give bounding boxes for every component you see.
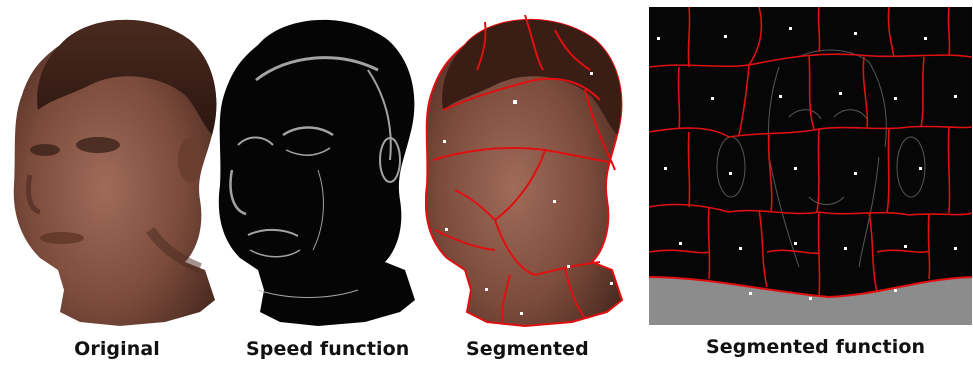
speed-panel (218, 0, 428, 335)
segmented-head-image (425, 0, 640, 335)
caption-segmented: Segmented (466, 338, 586, 360)
segmented-function-image (649, 7, 972, 325)
original-panel (0, 0, 228, 335)
original-head-image (0, 0, 228, 335)
caption-speed-function: Speed function (246, 338, 406, 360)
caption-segmented-function: Segmented function (706, 336, 916, 358)
segmented-function-panel (649, 7, 972, 325)
caption-original: Original (62, 338, 172, 360)
segmented-panel (425, 0, 640, 335)
speed-function-image (218, 0, 428, 335)
head-silhouette-dark (219, 20, 415, 326)
